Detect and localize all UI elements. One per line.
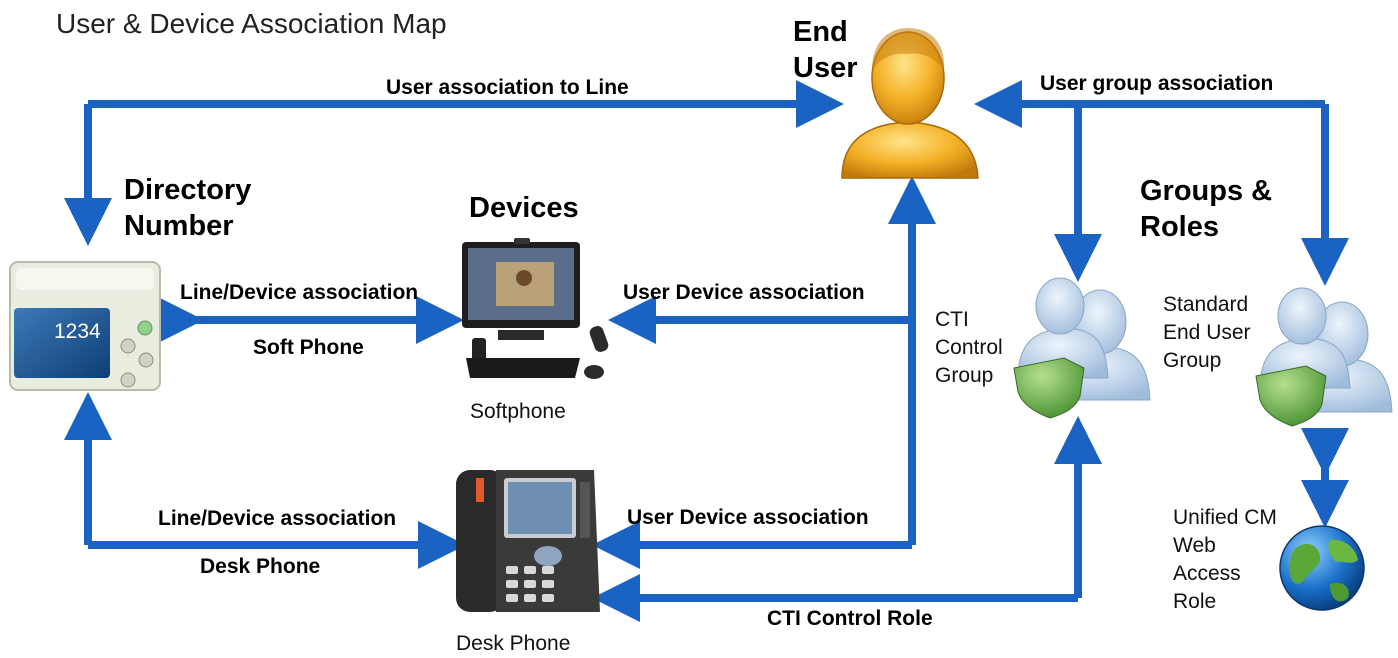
groups-roles-label: Groups & Roles [1140,175,1273,243]
edge-label-line-device-association-2: Line/Device association [158,507,397,530]
edge-label-cti-control-role: CTI Control Role [767,607,933,630]
end-user-icon [841,28,979,179]
cti-control-group-icon [1013,277,1151,419]
page-title: User & Device Association Map [56,8,447,39]
unified-cm-web-access-role-caption: Unified CM Web Access Role [1173,506,1277,613]
standard-end-user-group-caption: Standard End User Group [1163,293,1251,372]
directory-number-device-icon: 1234 [9,261,161,391]
edge-label-desk-phone: Desk Phone [200,555,321,578]
edge-label-line-device-association-1: Line/Device association [180,281,419,304]
softphone-computer-icon [462,238,609,379]
desk-phone-icon [456,470,600,612]
connectors [64,80,1349,622]
standard-end-user-group-icon [1255,287,1393,427]
softphone-caption: Softphone [470,400,566,423]
edge-label-user-association-to-line: User association to Line [386,76,629,99]
edge-label-user-device-association-1: User Device association [623,281,865,304]
edge-label-user-device-association-2: User Device association [627,506,869,529]
edge-label-soft-phone: Soft Phone [253,336,364,359]
edge-label-user-group-association: User group association [1040,72,1274,95]
desk-phone-caption: Desk Phone [456,632,571,655]
globe-icon [1279,525,1365,611]
devices-label: Devices [469,192,579,224]
end-user-label: End User [793,16,858,84]
directory-number-display: 1234 [54,320,101,343]
cti-control-group-caption: CTI Control Group [935,308,1003,387]
directory-number-label: Directory Number [124,174,252,242]
